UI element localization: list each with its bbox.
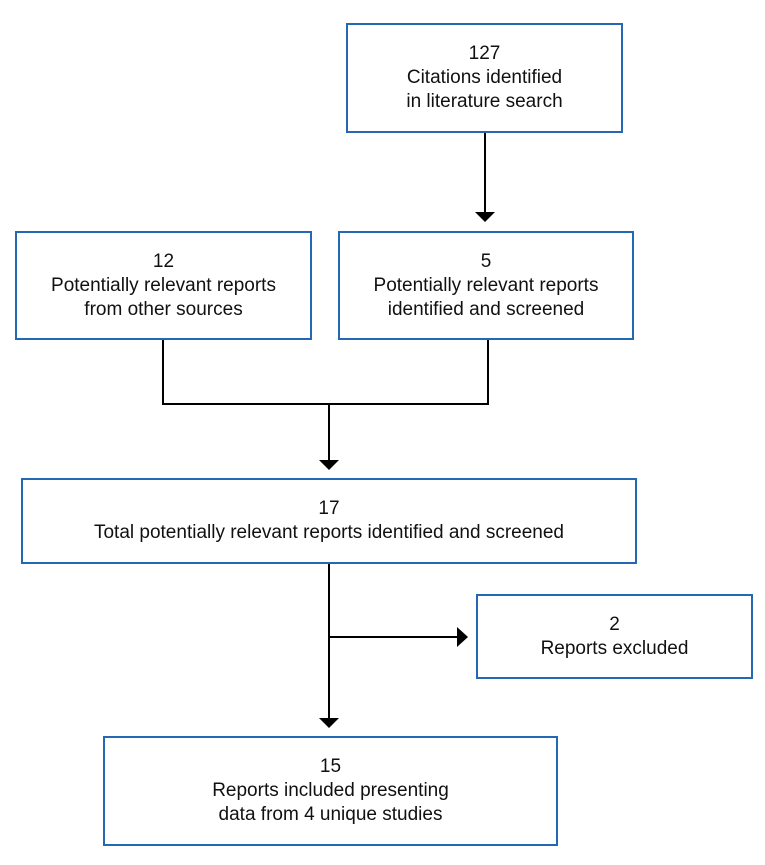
other-sources-box: 12 Potentially relevant reports from oth… (15, 231, 312, 340)
screened-box: 5 Potentially relevant reports identifie… (338, 231, 634, 340)
excluded-label-line-1: Reports excluded (540, 637, 689, 659)
citations-box: 127 Citations identified in literature s… (346, 23, 623, 133)
total-count: 17 (318, 498, 340, 519)
citations-label-line-1: Citations identified (406, 67, 563, 88)
other-sources-label-line-1: Potentially relevant reports (51, 274, 276, 296)
included-box: 15 Reports included presenting data from… (103, 736, 558, 846)
total-label-line-1: Total potentially relevant reports ident… (93, 522, 564, 543)
screened-label-line-1: Potentially relevant reports (373, 274, 599, 296)
citations-label-line-2: in literature search (406, 91, 563, 112)
included-count: 15 (319, 756, 342, 777)
arrowhead-into-included (319, 718, 339, 728)
other-sources-count: 12 (152, 250, 175, 272)
included-label-line-2: data from 4 unique studies (218, 804, 443, 825)
included-label-line-1: Reports included presenting (212, 780, 449, 801)
screened-label-line-2: identified and screened (387, 298, 585, 320)
total-box: 17 Total potentially relevant reports id… (21, 478, 637, 564)
screened-count: 5 (480, 250, 492, 272)
arrowhead-into-total (319, 460, 339, 470)
arrowhead-into-screened (475, 212, 495, 222)
citations-count: 127 (468, 43, 501, 64)
arrowhead-into-excluded (457, 627, 468, 647)
excluded-box: 2 Reports excluded (476, 594, 753, 679)
other-sources-label-line-2: from other sources (84, 298, 243, 320)
excluded-count: 2 (609, 613, 620, 635)
